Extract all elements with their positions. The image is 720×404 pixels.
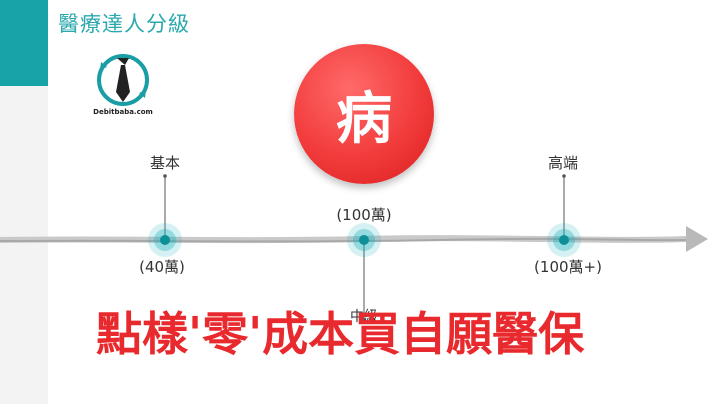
level-high-amount: (100萬+) (534, 258, 602, 276)
marker-high (547, 223, 581, 257)
connector-dot-mid (362, 318, 366, 322)
page-title: 醫療達人分級 (58, 12, 190, 36)
timeline-line-stroke (0, 237, 687, 243)
logo-text: Debitbaba.com (93, 108, 153, 116)
level-mid-amount: (100萬) (336, 206, 392, 224)
headline: 點樣'零'成本買自願醫保 (96, 307, 585, 361)
level-high-label: 高端 (547, 154, 578, 172)
side-panel (0, 86, 48, 404)
connector-dot-high (562, 174, 566, 178)
site-logo: Debitbaba.com (92, 50, 154, 122)
level-basic-amount: (40萬) (139, 258, 185, 276)
necktie-cycle-icon (97, 54, 149, 106)
connector-dot-basic (163, 174, 167, 178)
marker-mid (347, 223, 381, 257)
arrow-head-icon (686, 226, 708, 252)
accent-bar (0, 0, 48, 86)
marker-basic (148, 223, 182, 257)
level-mid-label: 中級 (350, 309, 378, 325)
level-basic-label: 基本 (149, 154, 180, 172)
illness-badge: 病 (294, 44, 434, 184)
